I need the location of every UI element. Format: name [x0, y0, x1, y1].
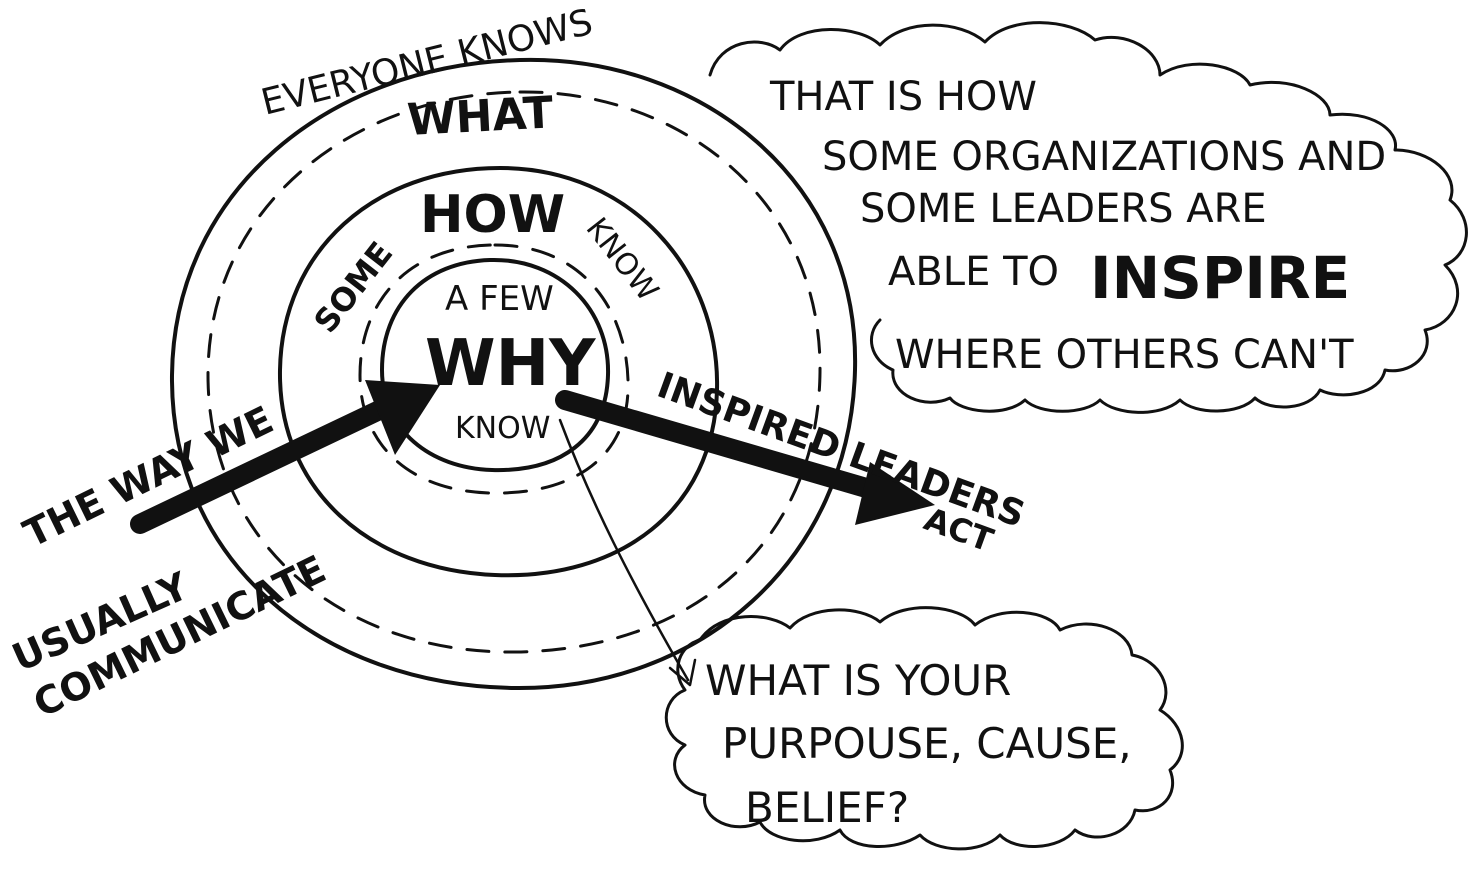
top-cloud-line1: THAT IS HOW — [769, 74, 1037, 120]
top-cloud-line5: WHERE OTHERS CAN'T — [895, 332, 1354, 378]
right-arrow-shaft — [555, 390, 890, 502]
outer-dashed-ring — [206, 90, 822, 654]
right-arrow — [555, 390, 935, 525]
a-few-label: A FEW — [445, 279, 554, 319]
middle-ring — [277, 166, 720, 578]
bottom-thought-cloud — [664, 606, 1184, 851]
left-arrow-head — [365, 380, 440, 455]
circle-rings — [169, 57, 858, 691]
top-cloud-line3: SOME LEADERS ARE — [860, 186, 1267, 232]
top-cloud-line2: SOME ORGANIZATIONS AND — [822, 134, 1386, 180]
inner-ring — [380, 257, 611, 473]
how-label: HOW — [420, 185, 565, 245]
what-label: WHAT — [406, 87, 554, 146]
top-thought-cloud — [708, 21, 1468, 414]
middle-dashed-ring — [358, 243, 630, 495]
right-arrow-head — [855, 462, 935, 525]
bottom-cloud-line1: WHAT IS YOUR — [705, 656, 1011, 705]
bottom-cloud-line3: BELIEF? — [745, 783, 909, 832]
why-label: WHY — [425, 327, 596, 401]
inspire-emphasis: INSPIRE — [1090, 244, 1350, 312]
outer-ring — [169, 57, 858, 691]
left-arrow — [130, 380, 440, 534]
top-cloud-line4-prefix: ABLE TO — [888, 249, 1059, 295]
left-arrow-shaft — [130, 395, 400, 534]
pointer-arrow-line — [558, 418, 690, 682]
bottom-cloud-line2: PURPOUSE, CAUSE, — [722, 719, 1132, 768]
know-label-inner: KNOW — [455, 411, 550, 446]
